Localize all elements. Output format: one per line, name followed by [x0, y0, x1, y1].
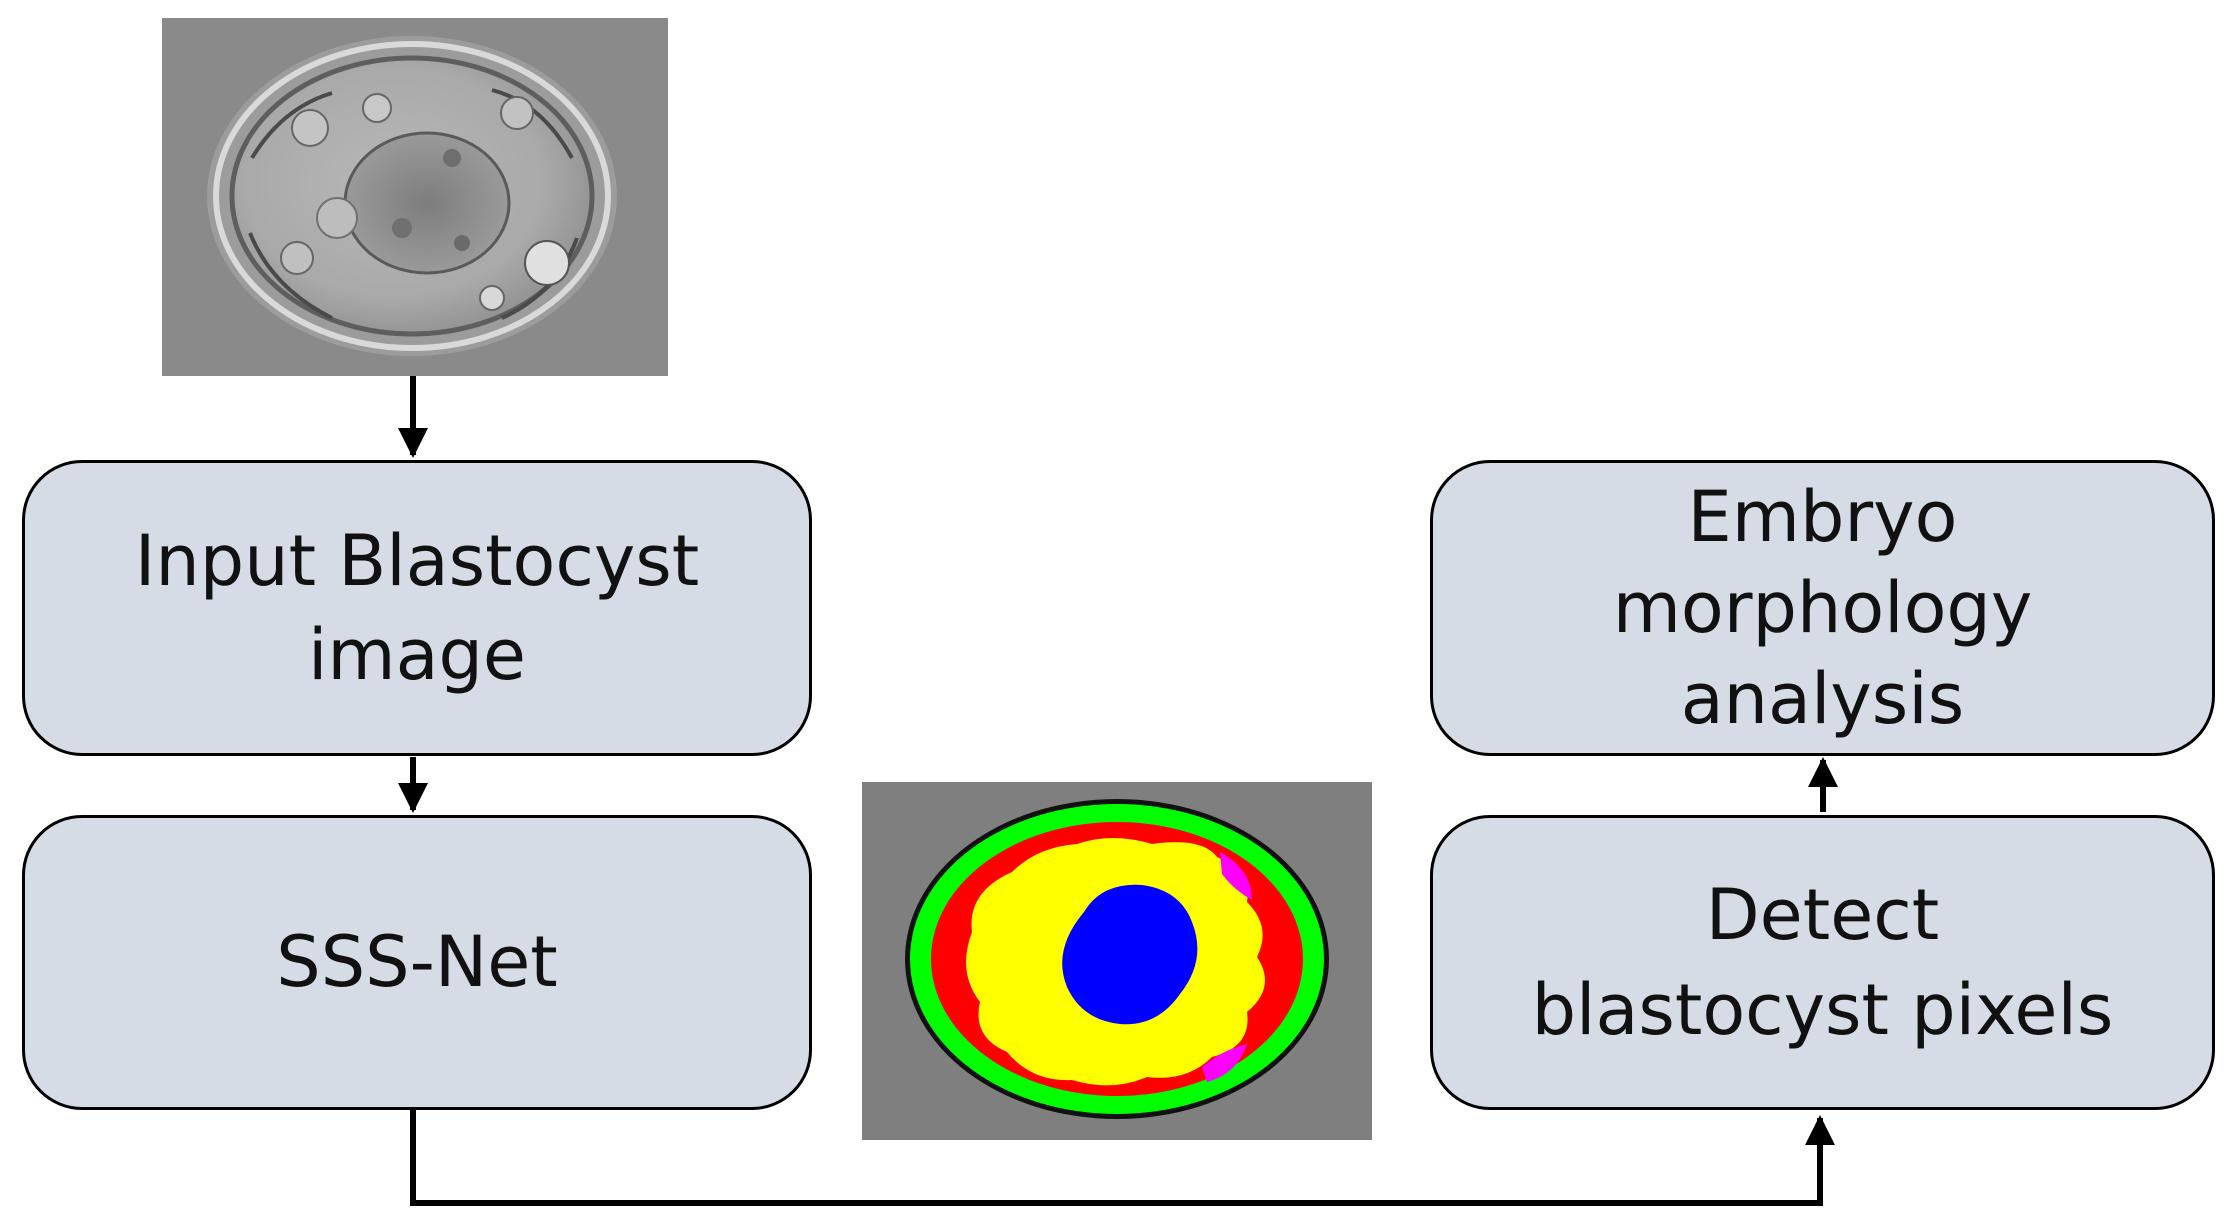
sss-net-box: SSS-Net	[22, 815, 812, 1110]
analysis-box-label: Embryo morphology analysis	[1613, 472, 2033, 745]
segmentation-mask	[862, 782, 1372, 1140]
detect-blastocyst-pixels-box: Detect blastocyst pixels	[1430, 815, 2215, 1110]
input-box-line-1: Input Blastocyst	[134, 519, 700, 602]
blastocyst-micrograph	[162, 18, 668, 376]
analysis-box-line-3: analysis	[1680, 657, 1965, 740]
arrow-net-to-detect	[410, 1110, 1835, 1206]
input-box-label: Input Blastocyst image	[135, 514, 699, 703]
analysis-box-line-2: morphology	[1612, 566, 2033, 649]
net-box-line-1: SSS-Net	[276, 921, 558, 1004]
net-box-label: SSS-Net	[276, 915, 557, 1010]
input-box-line-2: image	[307, 614, 527, 696]
analysis-box-line-1: Embryo	[1687, 475, 1958, 558]
embryo-morphology-analysis-box: Embryo morphology analysis	[1430, 460, 2215, 756]
detect-box-label: Detect blastocyst pixels	[1532, 868, 2114, 1057]
detect-box-line-1: Detect	[1705, 874, 1940, 956]
detect-box-line-2: blastocyst pixels	[1531, 968, 2114, 1051]
input-blastocyst-image-box: Input Blastocyst image	[22, 460, 812, 756]
